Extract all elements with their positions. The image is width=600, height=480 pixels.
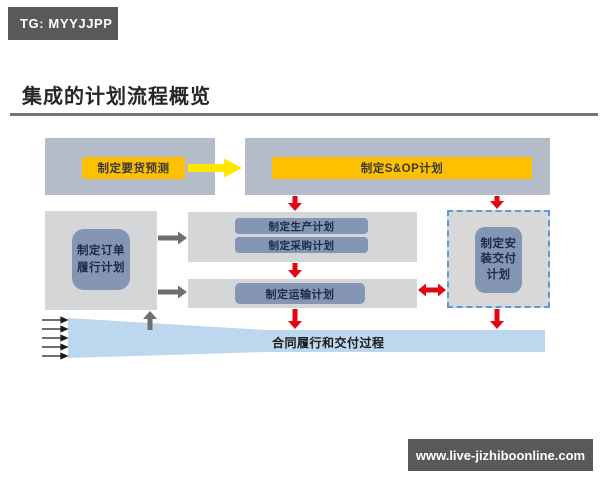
contract-band-label: 合同履行和交付过程: [272, 336, 385, 350]
gray-up-arrow-band-to-order-icon: [143, 311, 157, 330]
procurement-plan-box: 制定采购计划: [235, 237, 368, 253]
production-plan-box: 制定生产计划: [235, 218, 368, 234]
sop-box: 制定S&OP计划: [272, 157, 532, 179]
order-fulfillment-box: 制定订单 履行计划: [72, 229, 130, 290]
watermark-badge: www.live-jizhiboonline.com: [408, 439, 593, 471]
red-down-arrow-install-to-band-icon: [490, 309, 504, 329]
red-double-arrow-icon: [418, 283, 446, 297]
forecast-box: 制定要货预测: [82, 157, 185, 179]
install-delivery-box: 制定安 装交付 计划: [475, 227, 522, 293]
red-down-arrow-production-to-transport-icon: [288, 263, 302, 278]
tg-badge: TG: MYYJJPP: [8, 7, 118, 40]
title-divider: [10, 113, 598, 116]
red-down-arrow-transport-to-band-icon: [288, 309, 302, 329]
page-title: 集成的计划流程概览: [22, 86, 211, 108]
gray-right-arrow-order-to-production-icon: [158, 231, 187, 245]
transport-plan-box: 制定运输计划: [235, 283, 365, 304]
input-arrows-icon: [42, 316, 69, 360]
gray-right-arrow-order-to-transport-icon: [158, 285, 187, 299]
red-down-arrow-sop-to-production-icon: [288, 196, 302, 211]
red-down-arrow-sop-to-install-icon: [490, 196, 504, 209]
